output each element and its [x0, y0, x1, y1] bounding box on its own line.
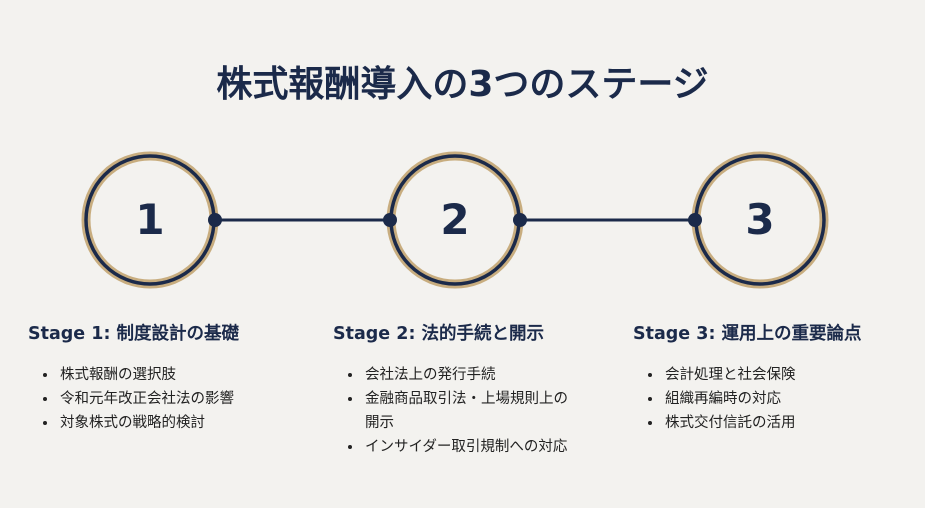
stage-heading: Stage 2: 法的手続と開示: [333, 324, 545, 344]
stage-number-2: 2: [440, 195, 470, 244]
stage-3-block: Stage 3: 運用上の重要論点 会計処理と社会保険 組織再編時の対応 株式交…: [633, 320, 923, 435]
list-item: 会社法上の発行手続: [363, 363, 578, 387]
list-item: 組織再編時の対応: [663, 387, 923, 411]
connector-dot: [383, 213, 397, 227]
connector-dot: [208, 213, 222, 227]
list-item: インサイダー取引規制への対応: [363, 435, 578, 459]
list-item: 金融商品取引法・上場規則上の開示: [363, 387, 578, 435]
stage-heading: Stage 3: 運用上の重要論点: [633, 324, 862, 344]
stage-number-1: 1: [135, 195, 165, 244]
list-item: 株式報酬の選択肢: [58, 363, 318, 387]
stage-2-block: Stage 2: 法的手続と開示 会社法上の発行手続 金融商品取引法・上場規則上…: [333, 320, 593, 459]
list-item: 対象株式の戦略的検討: [58, 411, 318, 435]
connector-dot: [513, 213, 527, 227]
connector-dot: [688, 213, 702, 227]
stage-number-3: 3: [745, 195, 775, 244]
stage-1-block: Stage 1: 制度設計の基礎 株式報酬の選択肢 令和元年改正会社法の影響 対…: [28, 320, 318, 435]
list-item: 令和元年改正会社法の影響: [58, 387, 318, 411]
page-title: 株式報酬導入の3つのステージ: [216, 64, 709, 105]
list-item: 会計処理と社会保険: [663, 363, 923, 387]
stage-heading: Stage 1: 制度設計の基礎: [28, 324, 240, 344]
list-item: 株式交付信託の活用: [663, 411, 923, 435]
